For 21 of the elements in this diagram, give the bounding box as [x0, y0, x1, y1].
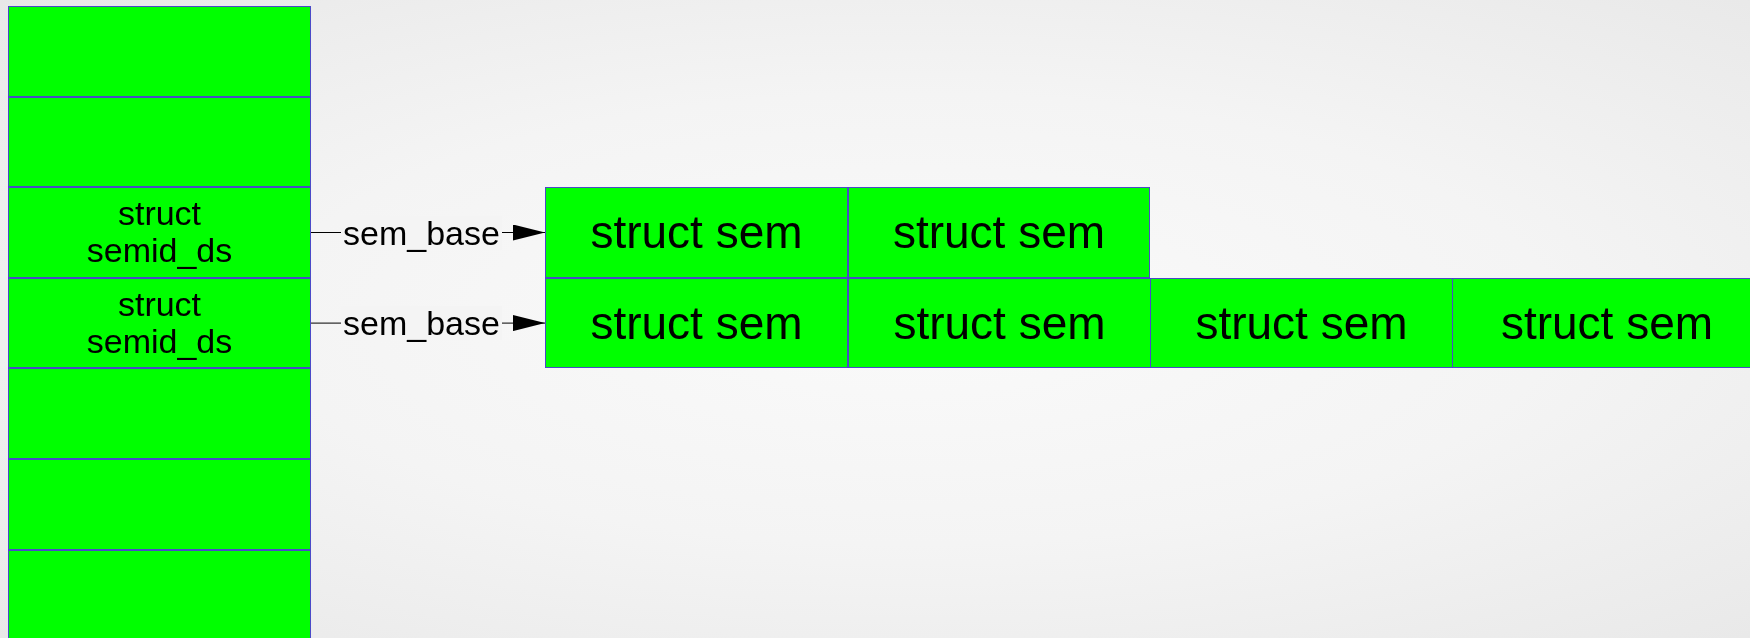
array-slot	[8, 96, 311, 188]
cell-text: struct sem	[893, 297, 1106, 349]
cell-text: struct sem	[590, 207, 803, 258]
struct-cell	[1452, 277, 1750, 369]
struct-cell	[545, 187, 848, 278]
cell-text: struct sem	[1500, 297, 1714, 349]
array-slot	[8, 368, 311, 459]
cell-text: struct semid_ds	[85, 285, 234, 361]
struct-cell	[1150, 277, 1453, 369]
cell-text: struct sem	[1195, 297, 1408, 349]
struct-cell	[848, 277, 1151, 369]
array-slot	[8, 6, 311, 97]
array-slot	[8, 187, 311, 278]
struct-cell	[848, 187, 1150, 278]
cell-text: struct semid_ds	[85, 195, 234, 270]
array-slot	[8, 459, 311, 550]
cell-text: struct sem	[892, 207, 1106, 258]
array-slot	[8, 277, 311, 369]
cell-text: struct sem	[590, 297, 803, 349]
struct-cell	[545, 277, 848, 369]
array-slot	[8, 549, 311, 638]
